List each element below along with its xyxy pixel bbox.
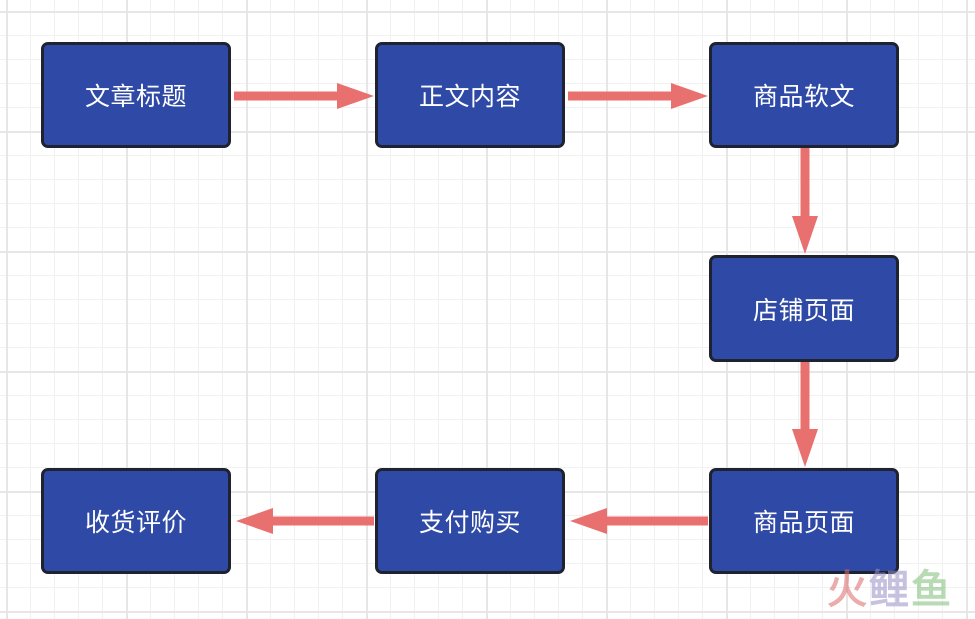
arrow-payment-to-review <box>236 508 374 534</box>
node-review[interactable]: 收货评价 <box>41 468 231 574</box>
node-article-title[interactable]: 文章标题 <box>41 42 231 148</box>
node-product-page[interactable]: 商品页面 <box>709 468 899 574</box>
arrow-product-to-payment <box>570 508 708 534</box>
node-label: 正文内容 <box>418 82 521 111</box>
watermark-char: 鲤 <box>869 567 911 613</box>
node-label: 店铺页面 <box>752 295 855 325</box>
watermark-logo: 火鲤鱼 <box>827 557 953 615</box>
watermark-char: 火 <box>827 567 869 613</box>
node-label: 文章标题 <box>84 82 187 111</box>
watermark-char: 鱼 <box>911 567 953 613</box>
arrow-shop-to-product <box>792 362 818 467</box>
node-label: 商品软文 <box>752 82 855 111</box>
node-shop-page[interactable]: 店铺页面 <box>709 255 899 362</box>
arrow-title-to-content <box>234 83 374 109</box>
node-label: 商品页面 <box>752 508 855 537</box>
node-product-softtext[interactable]: 商品软文 <box>709 42 899 148</box>
node-label: 支付购买 <box>418 508 521 537</box>
node-payment[interactable]: 支付购买 <box>375 468 565 574</box>
arrow-softtext-to-shop <box>792 148 818 254</box>
node-label: 收货评价 <box>84 508 187 537</box>
node-body-content[interactable]: 正文内容 <box>375 42 565 148</box>
arrow-content-to-softtext <box>568 83 708 109</box>
